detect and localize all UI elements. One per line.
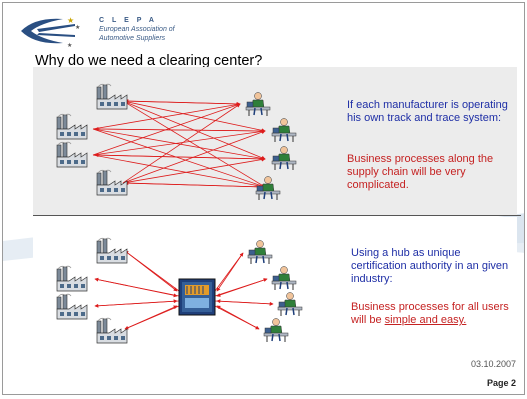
factory-icon — [96, 237, 128, 264]
worker-at-desk-icon — [277, 291, 303, 317]
top-red-text: Business processes along the supply chai… — [347, 153, 494, 191]
logo-text: C L E P A European Association of Automo… — [99, 16, 175, 43]
worker-at-desk-icon — [263, 317, 289, 343]
factory-icon — [96, 83, 128, 110]
slide: ★ ★ ★ C L E P A European Association of … — [2, 2, 525, 395]
factory-icon — [96, 317, 128, 344]
worker-at-desk-icon — [271, 265, 297, 291]
top-blue-text: If each manufacturer is operating his ow… — [347, 99, 508, 124]
worker-at-desk-icon — [245, 91, 271, 117]
svg-text:★: ★ — [75, 24, 80, 31]
factory-icon — [56, 265, 88, 292]
worker-at-desk-icon — [271, 145, 297, 171]
footer-date: 03.10.2007 — [470, 359, 516, 369]
logo-line-2: Automotive Suppliers — [99, 35, 166, 42]
page-number: Page 2 — [486, 378, 516, 388]
factory-icon — [56, 141, 88, 168]
svg-text:★: ★ — [67, 16, 74, 25]
bottom-red-underlined: simple and easy. — [384, 314, 467, 326]
worker-at-desk-icon — [247, 239, 273, 265]
supply-chain-diagram — [56, 83, 303, 344]
bottom-red-text: Business processes for all users will be… — [351, 301, 511, 327]
bottom-red-plain: Business processes for all users will be — [351, 301, 509, 326]
worker-at-desk-icon — [255, 175, 281, 201]
clepa-logo: ★ ★ ★ — [21, 16, 80, 49]
svg-text:★: ★ — [67, 42, 72, 49]
logo-line-1: European Association of — [99, 26, 175, 33]
factory-icon — [56, 293, 88, 320]
slide-title: Why do we need a clearing center? — [35, 53, 263, 69]
hub-server-icon — [178, 278, 216, 316]
factory-icon — [56, 113, 88, 140]
worker-at-desk-icon — [271, 117, 297, 143]
panel-divider — [33, 215, 521, 216]
bottom-blue-text: Using a hub as unique certification auth… — [351, 247, 509, 285]
factory-icon — [96, 169, 128, 196]
logo-name: C L E P A — [99, 17, 157, 24]
